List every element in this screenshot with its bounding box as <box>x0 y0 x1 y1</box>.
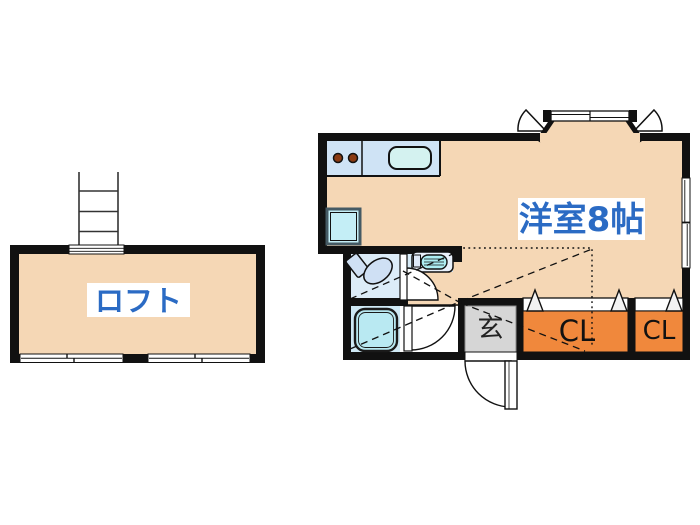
toilet-icon <box>345 252 393 285</box>
loft-room: ロフト <box>10 172 265 363</box>
door-swing-marker-icon <box>609 288 629 312</box>
loft-window-right-icon <box>147 353 251 363</box>
unit-walls <box>318 133 690 360</box>
entrance-floor <box>464 305 517 353</box>
toilet-door-icon <box>399 253 439 301</box>
bathtub-icon <box>353 307 399 353</box>
loft-ladder-icon <box>78 172 119 246</box>
washer-space-icon <box>325 207 362 246</box>
stove-burner-icon <box>347 152 359 164</box>
door-swing-marker-icon <box>664 288 684 312</box>
kitchen-counter <box>327 141 441 177</box>
entrance-door-icon <box>464 360 518 410</box>
stove-burner-icon <box>332 152 344 164</box>
bay-right-casement-icon <box>632 108 663 132</box>
washbasin-icon <box>411 251 454 273</box>
main-room-label-bg <box>518 198 645 240</box>
closet-left-label: CL <box>559 314 595 348</box>
main-room-label: 洋室8帖 <box>519 200 645 240</box>
main-unit: 玄 CL CL <box>318 108 691 410</box>
bay-window-icon <box>517 108 663 143</box>
door-swing-marker-icon <box>525 288 545 312</box>
entrance-label: 玄 <box>477 314 503 344</box>
loft-label: ロフト <box>95 284 182 318</box>
ladder-landing <box>68 244 125 255</box>
closet-right-label: CL <box>643 316 676 346</box>
closet-left: CL <box>522 297 629 353</box>
loft-window-left-icon <box>19 353 124 363</box>
right-wall-window-icon <box>681 177 691 269</box>
bathroom-door-icon <box>403 304 458 352</box>
bay-left-casement-icon <box>517 108 548 132</box>
closet-door-markers <box>525 288 684 312</box>
kitchen-sink-icon <box>388 146 432 170</box>
loft-label-bg <box>87 283 190 317</box>
entrance-threshold <box>464 351 518 362</box>
loft-overhang-outline <box>349 247 593 352</box>
